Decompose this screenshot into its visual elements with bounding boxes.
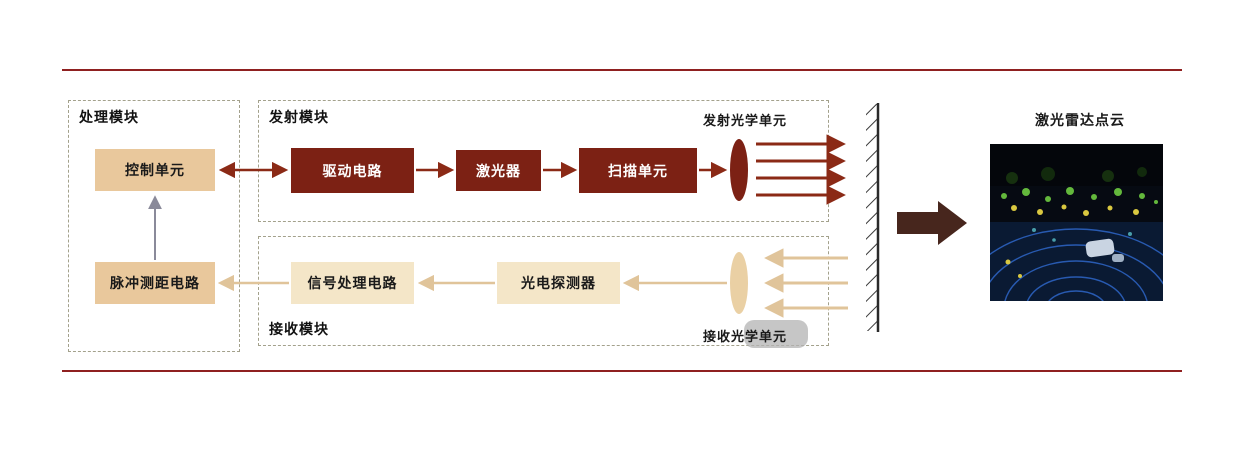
pointcloud-image: [990, 144, 1163, 301]
photodetector-box: 光电探测器: [497, 262, 620, 304]
receive-optics-label: 接收光学单元: [702, 329, 787, 344]
processing-module-group: 处理模块: [68, 100, 240, 352]
target-wall-hatching: [866, 104, 878, 331]
gray-watermark-blob: [744, 320, 808, 348]
flow-arrow: [897, 201, 967, 245]
top-divider-line: [62, 69, 1182, 71]
laser-label: 激光器: [476, 162, 521, 179]
laser-box: 激光器: [456, 150, 541, 191]
control-unit-label: 控制单元: [125, 162, 185, 178]
signal-processing-circuit-box: 信号处理电路: [291, 262, 414, 304]
transmit-optics-label: 发射光学单元: [702, 113, 787, 128]
pulse-ranging-circuit-label: 脉冲测距电路: [110, 275, 200, 291]
receive-module-group: 接收模块: [258, 236, 829, 346]
drive-circuit-box: 驱动电路: [291, 148, 414, 193]
scan-unit-label: 扫描单元: [608, 162, 668, 179]
signal-processing-circuit-label: 信号处理电路: [307, 275, 398, 291]
bottom-divider-line: [62, 370, 1182, 372]
pulse-ranging-circuit-box: 脉冲测距电路: [95, 262, 215, 304]
control-unit-box: 控制单元: [95, 149, 215, 191]
pointcloud-title: 激光雷达点云: [1035, 112, 1125, 128]
transmit-module-label: 发射模块: [269, 109, 329, 125]
receive-module-label: 接收模块: [269, 321, 329, 337]
scan-unit-box: 扫描单元: [579, 148, 697, 193]
processing-module-label: 处理模块: [79, 109, 139, 125]
receive-lens-shape: [730, 252, 748, 314]
drive-circuit-label: 驱动电路: [322, 162, 383, 179]
transmit-lens-shape: [730, 139, 748, 201]
photodetector-label: 光电探测器: [521, 275, 596, 291]
